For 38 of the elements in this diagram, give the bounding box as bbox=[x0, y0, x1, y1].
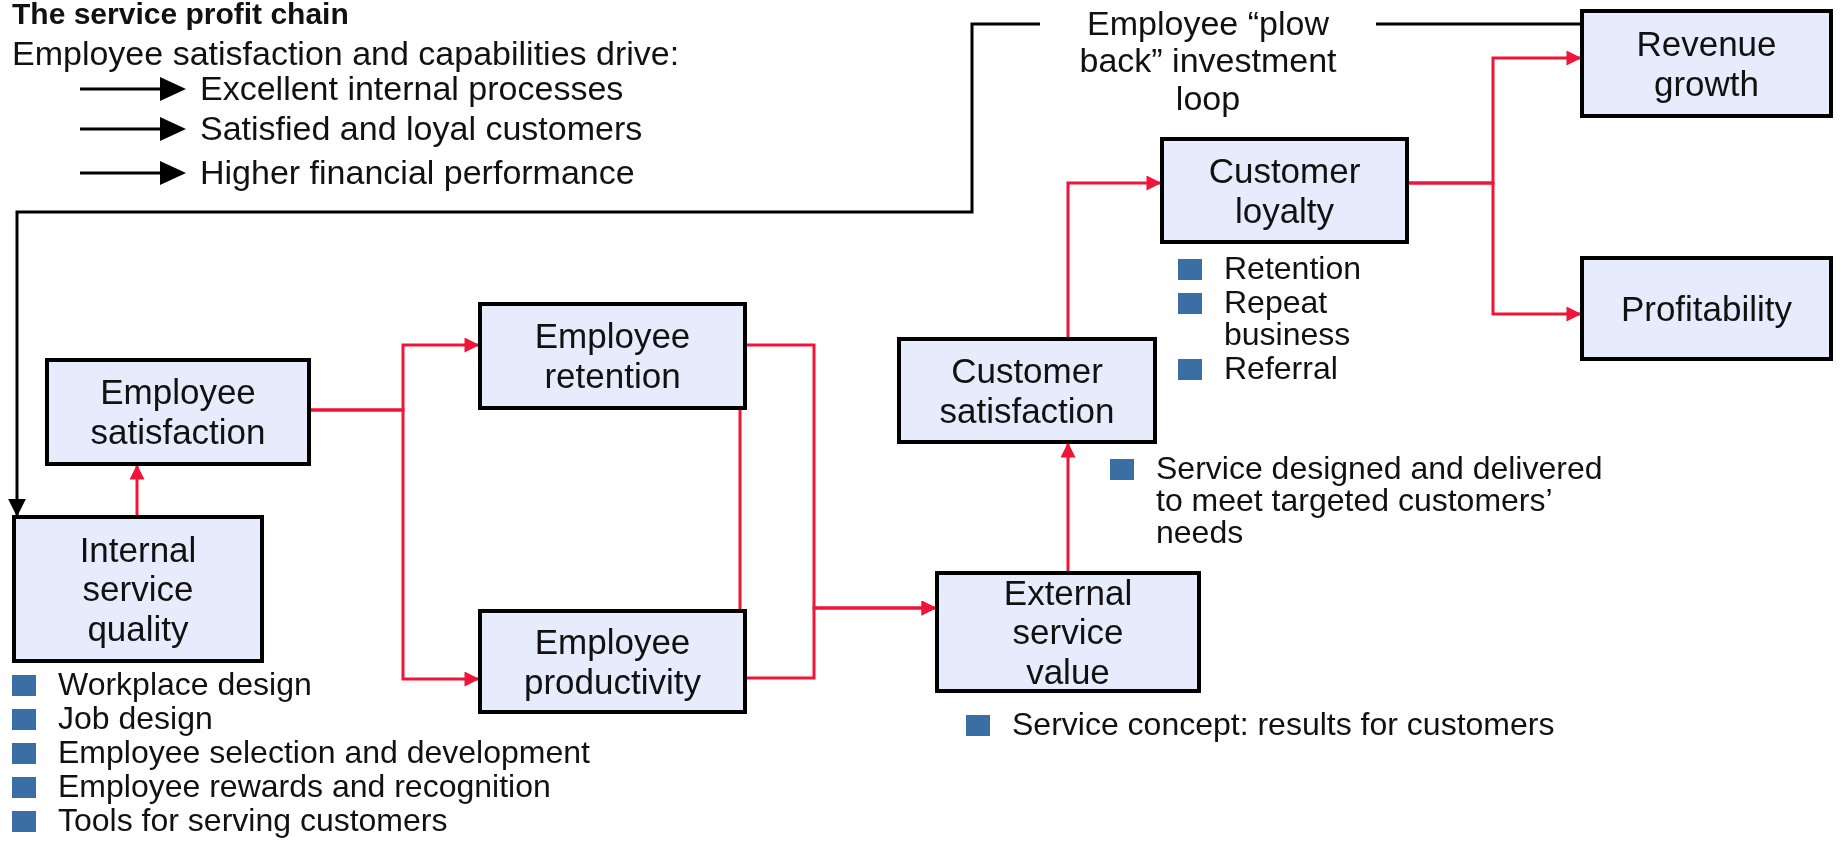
process-box bbox=[935, 571, 1201, 693]
connector-arrow bbox=[1066, 175, 1162, 337]
connector-arrow bbox=[747, 600, 937, 680]
bullet-text: Employee rewards and recognition bbox=[58, 770, 551, 802]
bullet-text: Service concept: results for customers bbox=[1012, 708, 1555, 740]
bullet-text: Job design bbox=[58, 702, 213, 734]
process-box bbox=[1580, 9, 1833, 118]
diagram-title: The service profit chain bbox=[12, 0, 349, 30]
list-text: Satisfied and loyal customers bbox=[200, 110, 643, 148]
bullet-text: Repeat business bbox=[1224, 286, 1352, 350]
box-label: Employee satisfaction bbox=[89, 372, 267, 452]
process-box bbox=[45, 358, 311, 466]
note-text: Employee satisfaction and capabilities drive: bbox=[12, 35, 680, 73]
box-label: Customer satisfaction bbox=[938, 350, 1116, 431]
bullet-text: Tools for serving customers bbox=[58, 804, 448, 836]
connector-arrow bbox=[129, 464, 145, 515]
bullet-text: Workplace design bbox=[58, 668, 312, 700]
box-label: External service value bbox=[1002, 572, 1134, 692]
bullet-text: Referral bbox=[1224, 352, 1338, 384]
box-label: Internal service quality bbox=[78, 529, 198, 649]
connector-arrow bbox=[1409, 181, 1582, 322]
bullet-text: Employee selection and development bbox=[58, 736, 590, 768]
process-box bbox=[478, 609, 747, 714]
bullet-text: Service designed and delivered to meet targeted customers’ needs bbox=[1156, 452, 1604, 548]
box-label: Customer loyalty bbox=[1207, 150, 1362, 231]
process-box bbox=[897, 337, 1157, 444]
process-box bbox=[12, 515, 264, 663]
bullet-text: Retention bbox=[1224, 252, 1361, 284]
box-label: Employee productivity bbox=[523, 621, 702, 702]
connector-arrow bbox=[311, 408, 480, 687]
box-label: Employee retention bbox=[533, 316, 692, 396]
box-label: Revenue growth bbox=[1635, 23, 1778, 104]
connector-arrow bbox=[1060, 442, 1076, 571]
process-box bbox=[478, 302, 747, 410]
box-label: Profitability bbox=[1620, 288, 1793, 329]
process-box bbox=[1580, 256, 1833, 361]
process-box bbox=[1160, 137, 1409, 244]
list-text: Higher financial performance bbox=[200, 154, 635, 192]
